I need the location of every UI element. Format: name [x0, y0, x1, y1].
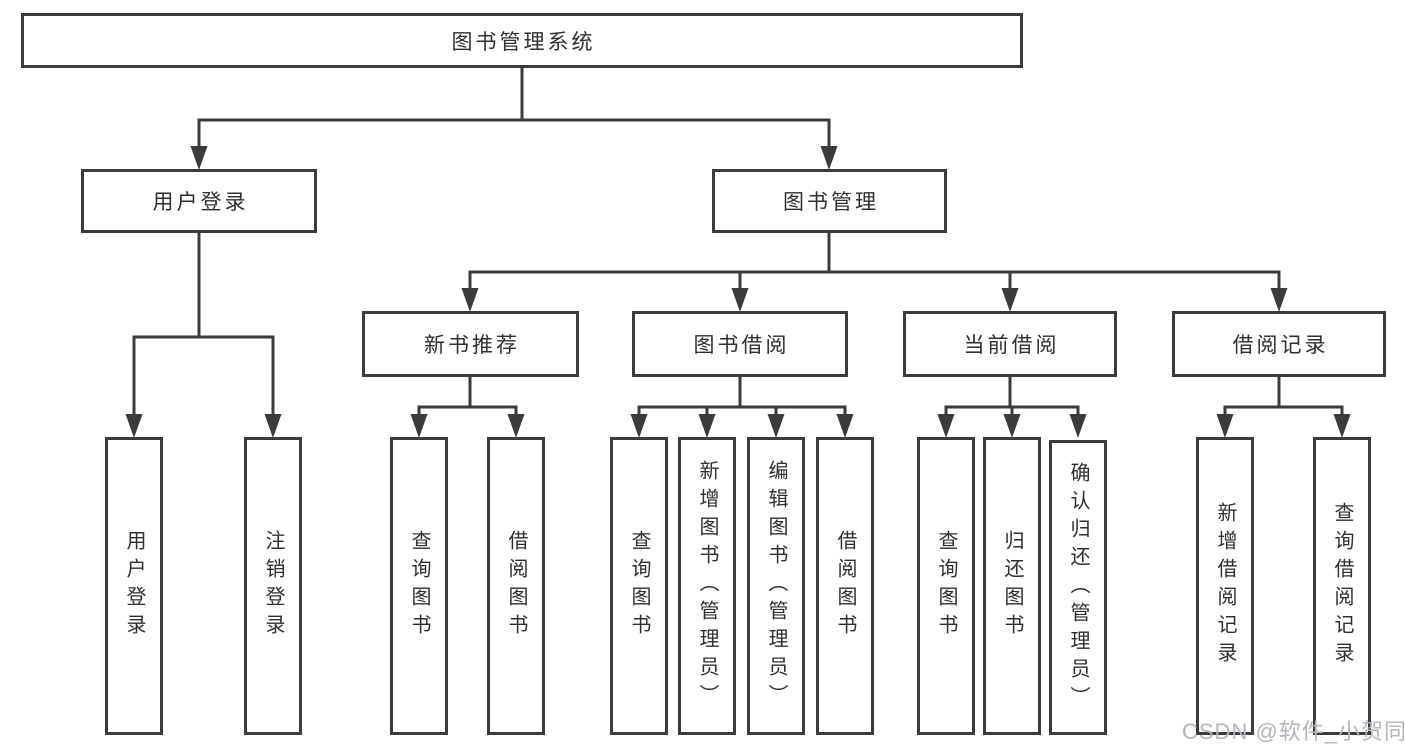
arrowhead: [820, 146, 838, 170]
arrowhead: [630, 414, 648, 438]
leaf-add-borrow-record: 新增借阅记录: [1196, 437, 1254, 735]
arrowhead: [1333, 414, 1351, 438]
arrowhead: [1003, 414, 1021, 438]
leaf-query-books-current: 查询图书: [917, 437, 975, 735]
node-user-login: 用户登录: [81, 169, 317, 233]
node-root: 图书管理系统: [21, 13, 1023, 68]
leaf-query-borrow-record: 查询借阅记录: [1313, 437, 1371, 735]
leaf-query-books-borrow: 查询图书: [610, 437, 668, 735]
arrowhead: [937, 414, 955, 438]
node-new-book-recommendation: 新书推荐: [362, 311, 579, 377]
node-book-management: 图书管理: [712, 169, 947, 233]
arrowhead: [1216, 414, 1234, 438]
leaf-query-books-recommend: 查询图书: [390, 437, 448, 735]
arrowhead: [836, 414, 854, 438]
arrowhead: [190, 146, 208, 170]
leaf-confirm-return-admin: 确认归还（管理员）: [1049, 440, 1107, 735]
arrowhead: [1001, 288, 1019, 312]
leaf-logout: 注销登录: [244, 437, 302, 735]
arrowhead: [698, 414, 716, 438]
arrowhead: [264, 414, 282, 438]
arrowhead: [1270, 288, 1288, 312]
node-current-borrowing: 当前借阅: [903, 311, 1117, 377]
arrowhead: [1069, 414, 1087, 438]
leaf-borrow-books-recommend: 借阅图书: [487, 437, 545, 735]
watermark: CSDN @软件_小贺同学: [1182, 719, 1405, 744]
node-book-borrowing: 图书借阅: [632, 311, 848, 377]
node-borrowing-records: 借阅记录: [1172, 311, 1386, 377]
leaf-edit-books-admin: 编辑图书（管理员）: [747, 437, 805, 735]
arrowhead: [125, 414, 143, 438]
arrowhead: [767, 414, 785, 438]
leaf-add-books-admin: 新增图书（管理员）: [678, 437, 736, 735]
arrowhead: [731, 288, 749, 312]
leaf-borrow-books: 借阅图书: [816, 437, 874, 735]
leaf-return-books: 归还图书: [983, 437, 1041, 735]
leaf-user-login: 用户登录: [105, 437, 163, 735]
arrowhead: [461, 288, 479, 312]
arrowhead: [410, 414, 428, 438]
arrowhead: [507, 414, 525, 438]
